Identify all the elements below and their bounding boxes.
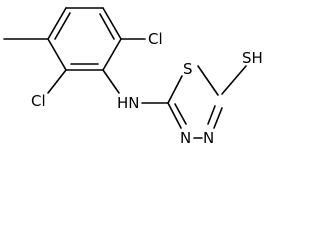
ring-nitrogen-right-label: N xyxy=(203,129,214,147)
ring-sulfur-label: S xyxy=(183,60,193,78)
benzene-ring xyxy=(47,7,122,71)
structure-canvas: Cl Cl HN S SH N N xyxy=(3,7,263,147)
bond-c3-c4 xyxy=(47,7,67,40)
bond-n3-c2 xyxy=(213,107,223,129)
chlorine-bottom-label: Cl xyxy=(31,92,46,110)
double-bond-c5-c6 xyxy=(99,13,115,40)
bond-c1-n xyxy=(102,69,120,94)
nh-label: HN xyxy=(117,94,140,112)
bond-c5-c6 xyxy=(102,7,122,40)
bond-c2-cl xyxy=(47,69,67,94)
double-bond-n3-c2 xyxy=(207,105,216,125)
ring-nitrogen-left-label: N xyxy=(180,129,191,147)
bond-c2-sh xyxy=(221,65,247,95)
chlorine-top-label: Cl xyxy=(148,30,163,48)
thiadiazole-ring xyxy=(167,65,223,139)
double-bond-c3-c4 xyxy=(54,12,71,40)
thiol-label: SH xyxy=(242,49,263,67)
bond-c2-c3 xyxy=(47,38,67,71)
molecule-diagram: Cl Cl HN S SH N N xyxy=(3,7,263,147)
bond-s-c2 xyxy=(197,65,219,96)
double-bond-c5-n4 xyxy=(174,103,187,125)
bond-c6-c1 xyxy=(102,38,122,71)
bond-c5-n4 xyxy=(167,102,182,129)
bond-c5-s xyxy=(167,75,183,104)
